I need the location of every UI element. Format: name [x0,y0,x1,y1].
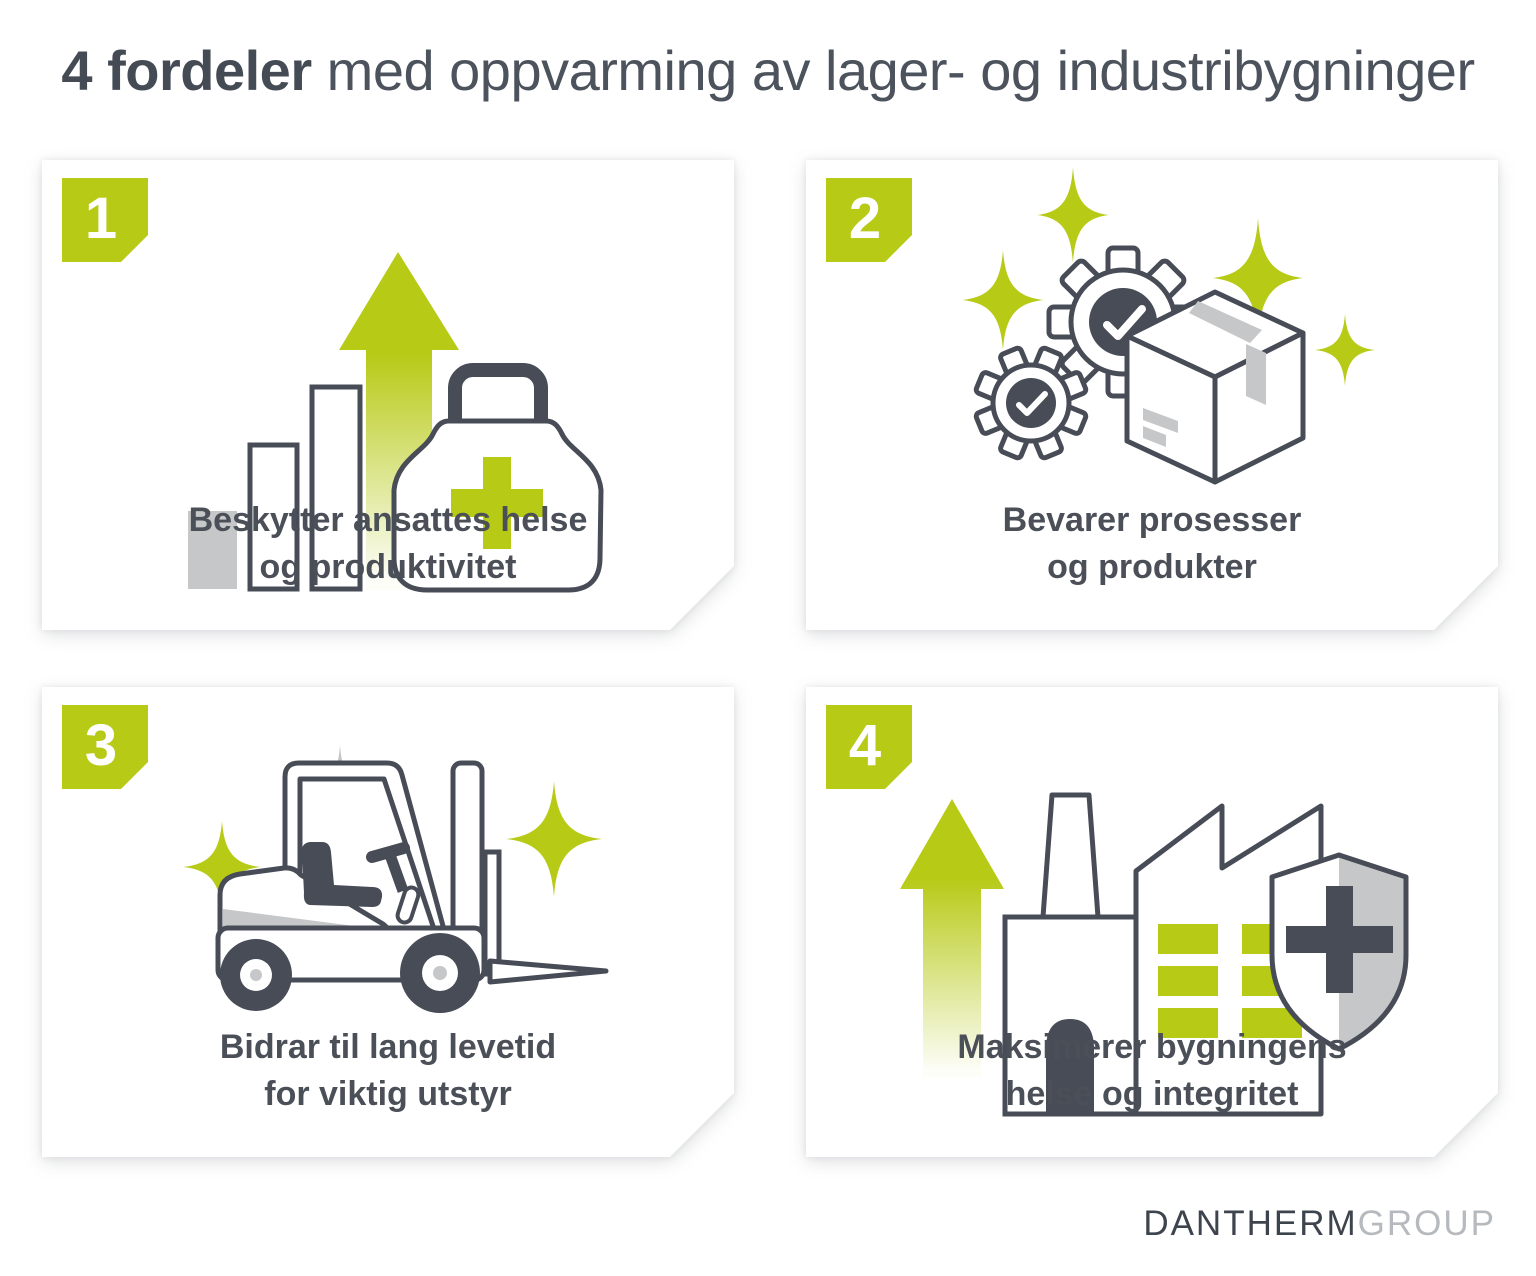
process-product-illustration [806,160,1498,630]
forklift-illustration [42,687,734,1157]
brand-secondary: GROUP [1357,1204,1496,1243]
forklift-icon [218,763,606,1013]
page-title: 4 fordeler med oppvarming av lager- og i… [0,38,1536,103]
card-caption: Maksimerer bygningens helse og integrite… [806,1024,1498,1118]
shipping-box-icon [1127,292,1303,482]
door-icon [1046,1019,1094,1114]
bar-chart-icon [188,387,360,589]
card-surface: 3 Bidrar til lang levetid for viktig uts… [42,687,734,1157]
growth-arrow-icon [900,799,1004,1077]
card-surface: 1 Beskytter ansattes helse og produktivi… [42,160,734,630]
badge-number: 3 [84,712,118,778]
card-surface: 2 Bevarer prosesser og produkter [806,160,1498,630]
title-light-part: med oppvarming av lager- og industribygn… [311,39,1475,102]
number-badge: 3 [62,705,148,789]
title-bold-part: 4 fordeler [61,39,312,102]
number-badge: 2 [826,178,912,262]
caption-line: og produktivitet [259,548,517,586]
benefit-card-4: 4 Maksimerer bygningens helse og integri… [806,687,1498,1157]
medical-bag-icon [394,370,601,590]
caption-line: Bidrar til lang levetid [219,1028,557,1066]
shield-cross-icon [1272,855,1406,1049]
caption-line: Maksimerer bygningens [957,1028,1347,1066]
benefit-card-2: 2 Bevarer prosesser og produkter [806,160,1498,630]
gear-check-icon-small [975,347,1087,459]
medical-cross-icon [451,457,543,549]
health-productivity-illustration [42,160,734,630]
card-surface: 4 Maksimerer bygningens helse og integri… [806,687,1498,1157]
caption-line: for viktig utstyr [264,1075,512,1113]
building-integrity-illustration [806,687,1498,1157]
sparkle-icon [962,167,1375,386]
caption-line: Bevarer prosesser [1002,501,1302,539]
number-badge: 4 [826,705,912,789]
card-caption: Beskytter ansattes helse og produktivite… [42,497,734,591]
dantherm-group-logo: DANTHERMGROUP [1143,1204,1496,1244]
badge-number: 1 [84,185,118,251]
number-badge: 1 [62,178,148,262]
caption-line: helse og integritet [1005,1075,1299,1113]
benefit-card-3: 3 Bidrar til lang levetid for viktig uts… [42,687,734,1157]
card-caption: Bevarer prosesser og produkter [806,497,1498,591]
badge-number: 2 [848,185,882,251]
badge-number: 4 [848,712,882,778]
benefit-card-1: 1 Beskytter ansattes helse og produktivi… [42,160,734,630]
factory-windows [1158,924,1302,1038]
brand-primary: DANTHERM [1143,1204,1358,1243]
caption-line: Beskytter ansattes helse [188,501,588,539]
caption-line: og produkter [1047,548,1257,586]
card-caption: Bidrar til lang levetid for viktig utsty… [42,1024,734,1118]
